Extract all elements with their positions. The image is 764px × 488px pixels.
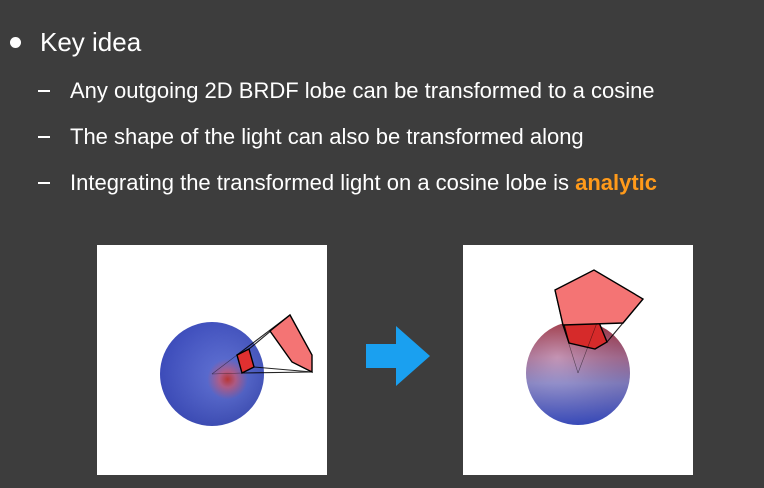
bullet-dot-icon [10, 36, 21, 48]
sub-bullet-text: The shape of the light can also be trans… [70, 124, 584, 149]
sub-bullet-text: Integrating the transformed light on a c… [70, 170, 576, 195]
highlight-word: analytic [575, 170, 658, 195]
figure-transformed-cosine [463, 245, 693, 475]
main-bullet: Key idea [10, 26, 141, 58]
dash-icon [38, 90, 50, 92]
main-bullet-text: Key idea [40, 27, 142, 57]
polygon-light [269, 313, 313, 374]
polygon-light [554, 269, 645, 326]
sub-bullet-1: Any outgoing 2D BRDF lobe can be transfo… [38, 76, 657, 106]
sub-bullet-text: Any outgoing 2D BRDF lobe can be transfo… [70, 78, 655, 103]
figure-original-lobe [97, 245, 327, 475]
sub-bullet-list: Any outgoing 2D BRDF lobe can be transfo… [38, 76, 657, 214]
sub-bullet-2: The shape of the light can also be trans… [38, 122, 657, 152]
right-arrow-icon [366, 326, 430, 386]
sphere-cosine-illustration [526, 269, 645, 425]
dash-icon [38, 182, 50, 184]
sub-bullet-3: Integrating the transformed light on a c… [38, 168, 657, 198]
sphere-lobe-illustration [160, 313, 313, 426]
dash-icon [38, 136, 50, 138]
